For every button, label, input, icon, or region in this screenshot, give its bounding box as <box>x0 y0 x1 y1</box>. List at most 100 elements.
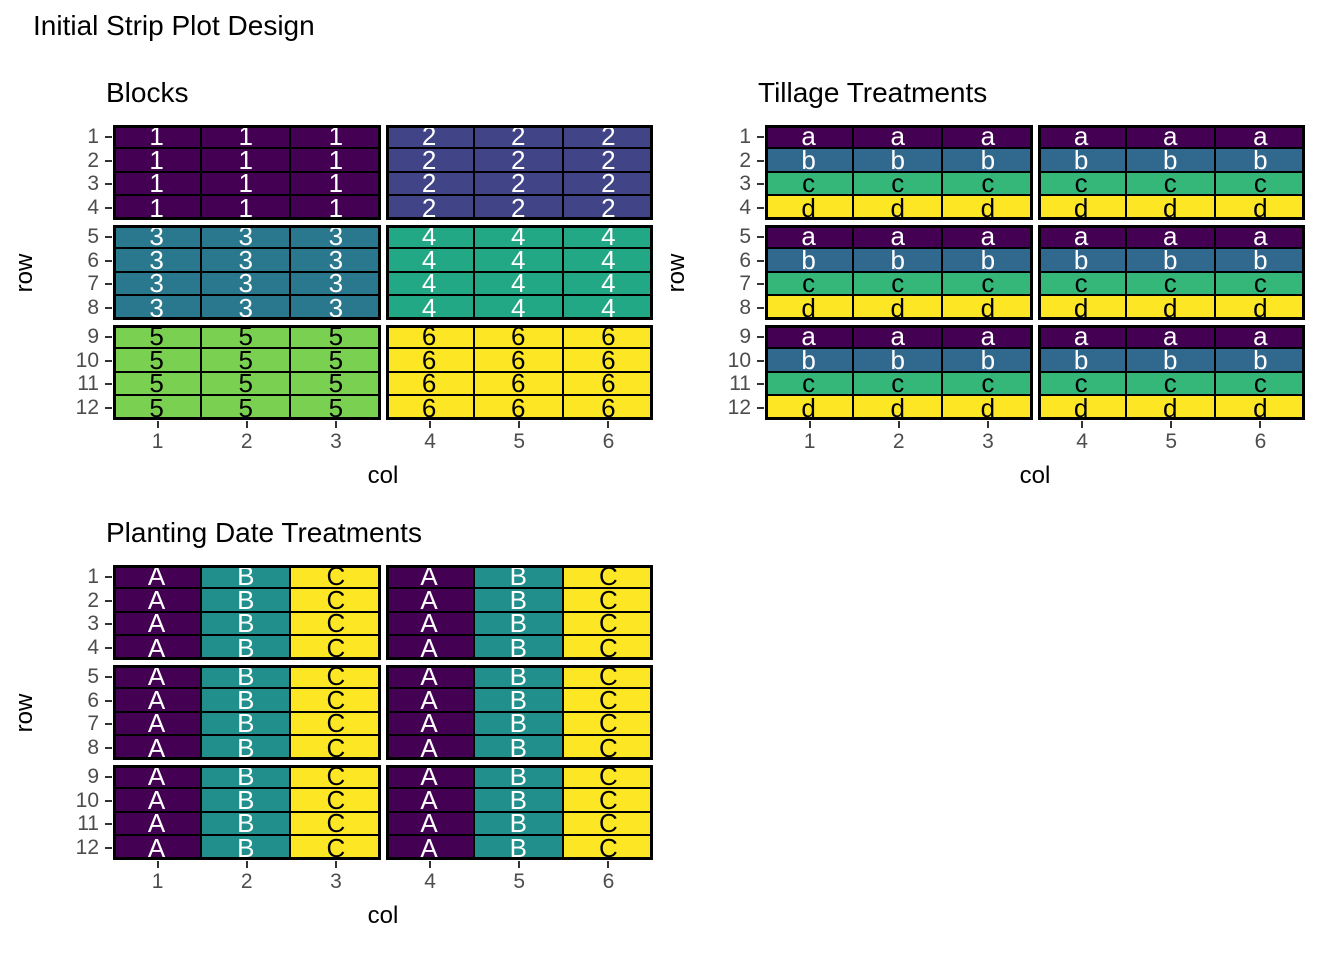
grid-cell: d <box>1126 295 1216 320</box>
x-tick-mark <box>245 421 248 428</box>
cell-label: 5 <box>149 344 164 375</box>
y-tick-mark <box>757 407 764 410</box>
cell-label: b <box>980 344 996 375</box>
cell-label: c <box>1163 268 1177 299</box>
cell-label: A <box>420 765 438 791</box>
cell-label: 1 <box>238 193 253 220</box>
cell-label: c <box>1253 368 1267 399</box>
grid-cell: B <box>474 835 564 860</box>
grid-cell: 5 <box>291 347 381 373</box>
cell-label: A <box>420 684 438 715</box>
grid-cell: B <box>474 810 564 836</box>
cell-label: 5 <box>328 325 344 351</box>
cell-label: b <box>890 144 905 175</box>
y-tick-label: 12 <box>727 396 751 420</box>
y-tick-mark <box>105 235 112 238</box>
grid-cell: a <box>1215 225 1305 249</box>
grid-cell: 2 <box>474 170 564 196</box>
y-tick-mark <box>105 183 112 186</box>
y-tick-label: 1 <box>739 124 751 148</box>
grid-cell: b <box>1215 347 1305 373</box>
grid-cell: b <box>1037 147 1127 173</box>
grid-cell: 1 <box>202 170 292 196</box>
grid-cell: c <box>1037 370 1127 396</box>
x-tick-mark <box>1259 421 1262 428</box>
y-tick-mark <box>105 359 112 362</box>
grid-cell: A <box>113 810 203 836</box>
grid-cell: a <box>854 325 944 349</box>
grid-cell: 4 <box>474 295 564 320</box>
grid-cell: d <box>1126 195 1216 220</box>
grid-cell: 3 <box>202 225 292 251</box>
y-tick-mark <box>105 207 112 210</box>
grid-cell: 1 <box>202 147 292 173</box>
cell-label: 4 <box>601 225 616 251</box>
x-tick-label: 5 <box>1165 430 1178 453</box>
cell-label: 4 <box>421 293 437 320</box>
cell-label: c <box>1253 268 1267 299</box>
cell-label: 3 <box>328 293 344 320</box>
grid-cell: b <box>765 147 855 173</box>
cell-label: B <box>509 608 527 639</box>
cell-label: d <box>1073 193 1089 220</box>
grid-cell: c <box>943 170 1033 196</box>
cell-label: d <box>801 393 816 420</box>
grid-cell: a <box>1215 125 1305 149</box>
x-tick-mark <box>334 421 337 428</box>
grid-cell: d <box>943 395 1033 420</box>
cell-label: a <box>980 225 996 251</box>
y-tick-label: 6 <box>739 248 751 272</box>
cell-label: 4 <box>601 293 616 320</box>
cell-label: c <box>1163 168 1177 199</box>
grid-cell: C <box>563 565 653 589</box>
grid-cell: 2 <box>385 195 475 220</box>
grid-cell: 3 <box>291 270 381 296</box>
grid-cell: B <box>202 565 292 589</box>
cell-label: c <box>1253 168 1267 199</box>
grid-cell: A <box>385 584 475 615</box>
cell-label: B <box>237 733 255 760</box>
cell-label: 5 <box>238 368 253 399</box>
x-axis-title: col <box>367 902 399 929</box>
grid-cell: C <box>291 687 381 713</box>
cell-label: A <box>147 633 166 660</box>
y-tick-label: 4 <box>87 636 99 660</box>
cell-label: d <box>1163 393 1178 420</box>
x-tick-mark <box>607 421 610 428</box>
grid-cell: b <box>765 247 855 273</box>
grid-cell: 6 <box>563 395 653 420</box>
cell-label: b <box>1163 144 1178 175</box>
grid-cell: 1 <box>291 195 381 220</box>
cell-label: c <box>891 168 905 199</box>
grid-cell: B <box>474 608 564 639</box>
cell-label: a <box>890 125 905 151</box>
cell-label: A <box>420 584 438 615</box>
cell-label: a <box>1163 125 1178 151</box>
grid-cell: B <box>202 710 292 736</box>
y-tick-mark <box>105 647 112 650</box>
grid-cell: c <box>1037 170 1127 196</box>
grid-cell: 1 <box>113 195 203 220</box>
grid-cell: A <box>113 735 203 760</box>
cell-label: 3 <box>238 225 253 251</box>
grid-cell: c <box>1215 368 1305 399</box>
x-tick-label: 3 <box>330 430 342 453</box>
cell-label: 1 <box>238 125 253 151</box>
y-tick-mark <box>105 699 112 702</box>
grid-cell: c <box>1126 268 1216 299</box>
y-tick-label: 3 <box>87 612 99 636</box>
cell-label: 1 <box>149 125 164 151</box>
y-tick-mark <box>105 335 112 338</box>
cell-label: 5 <box>149 368 164 399</box>
cell-label: d <box>1073 293 1089 320</box>
cell-label: A <box>147 708 166 739</box>
cell-label: a <box>801 225 816 251</box>
y-tick-mark <box>105 723 112 726</box>
grid-cell: 3 <box>291 247 381 273</box>
